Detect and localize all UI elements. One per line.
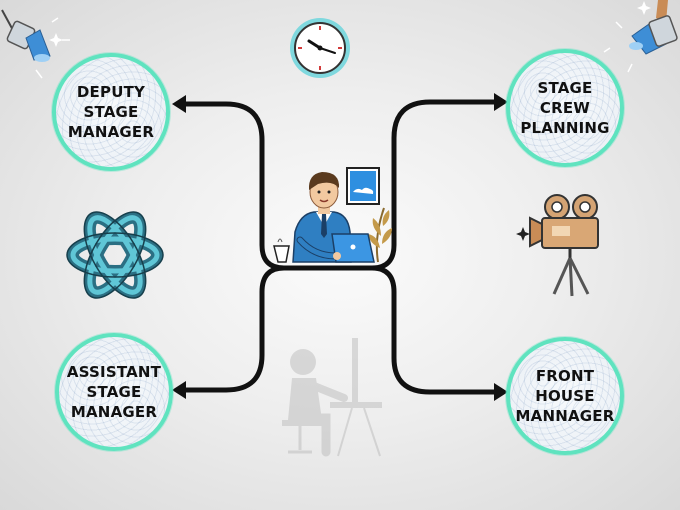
node-label: FRONT HOUSE MANNAGER — [515, 367, 615, 425]
node-label: STAGE CREW PLANNING — [520, 79, 610, 137]
node-assistant-stage-manager: ASSISTANT STAGE MANAGER — [55, 333, 173, 451]
connector-to-crew — [369, 99, 503, 271]
node-front-house-manager: FRONT HOUSE MANNAGER — [506, 337, 624, 455]
office-worker-icon — [273, 167, 392, 263]
spotlight-icon-left — [1, 9, 70, 79]
arrowhead-front — [494, 383, 508, 401]
arrowheads — [172, 93, 508, 401]
desk-silhouette-icon — [282, 338, 382, 457]
clock-icon — [290, 18, 350, 78]
node-label: DEPUTY STAGE MANAGER — [67, 83, 155, 141]
connector-to-deputy — [179, 101, 287, 271]
film-camera-icon — [516, 194, 599, 297]
knot-logo-icon — [66, 211, 164, 299]
connector-to-front — [369, 265, 503, 395]
spotlight-icon-right — [603, 0, 678, 73]
node-stage-crew-planning: STAGE CREW PLANNING — [506, 49, 624, 167]
arrowhead-assistant — [172, 381, 186, 399]
node-label: ASSISTANT STAGE MANAGER — [66, 363, 162, 421]
arrowhead-crew — [494, 93, 508, 111]
connector-to-assistant — [179, 265, 287, 393]
node-deputy-stage-manager: DEPUTY STAGE MANAGER — [52, 53, 170, 171]
arrowhead-deputy — [172, 95, 186, 113]
connector-lines — [179, 99, 503, 395]
